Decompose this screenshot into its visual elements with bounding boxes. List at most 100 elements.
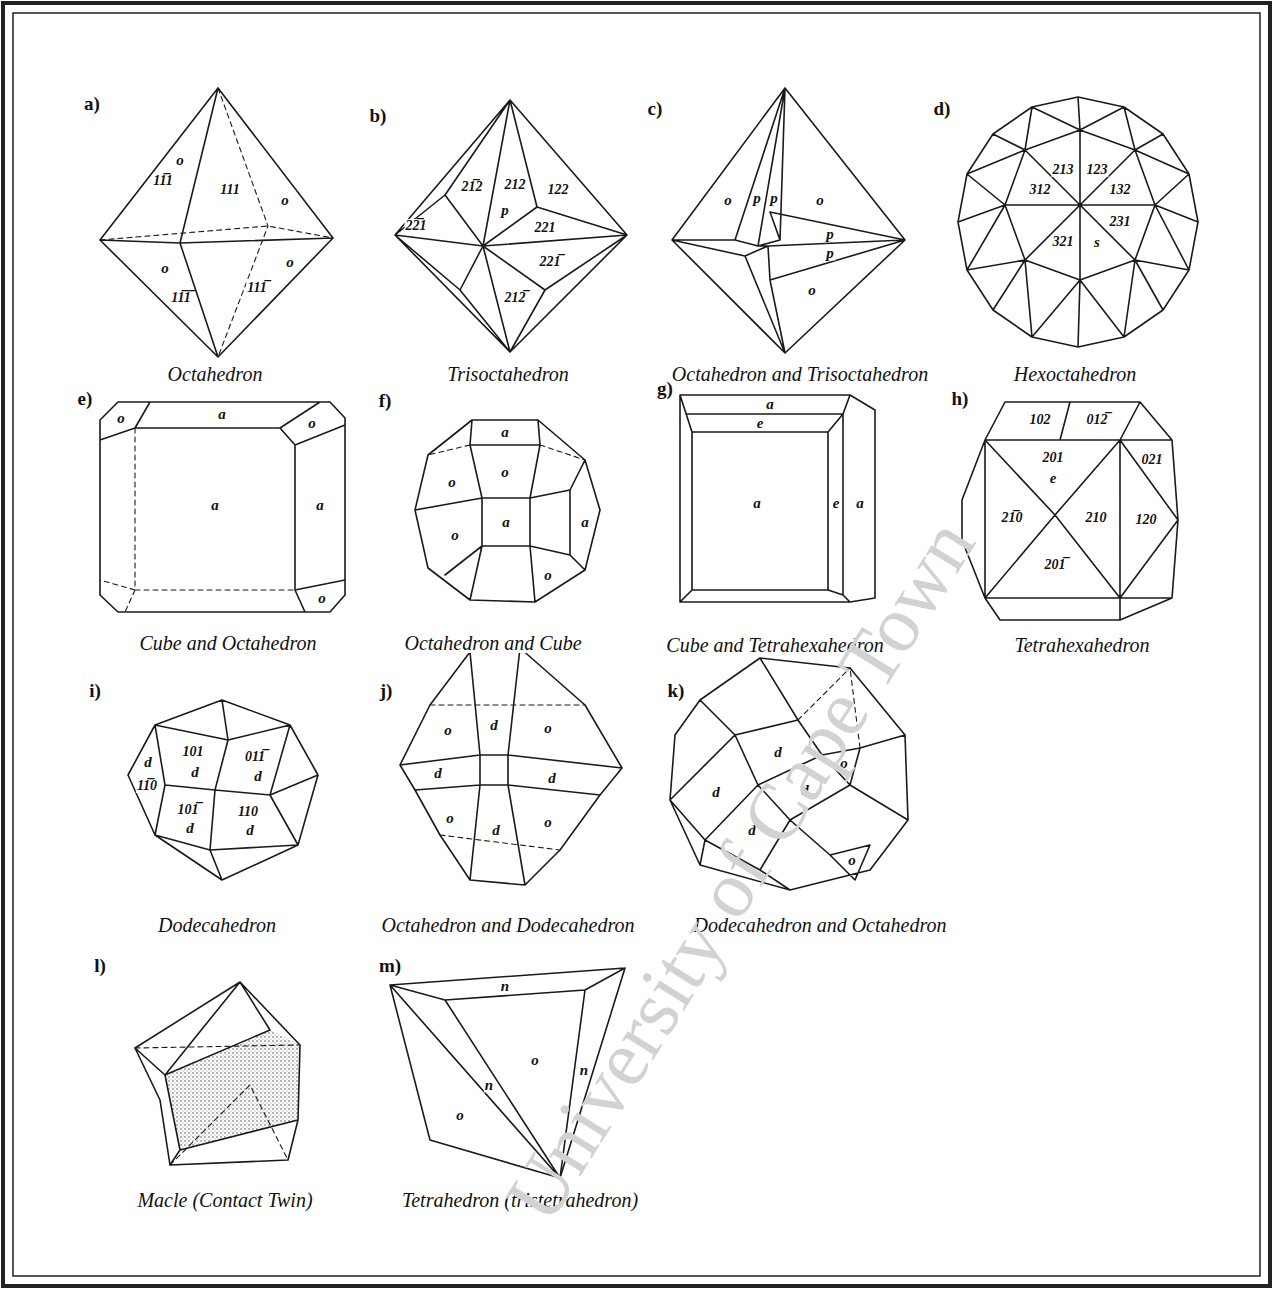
panel-letter: h): [952, 389, 969, 408]
face-letter: e: [756, 416, 765, 431]
face-letter: d: [547, 771, 557, 786]
face-index: 123: [1086, 163, 1109, 177]
face-index: 212̅: [504, 291, 527, 305]
panel-letter: m): [379, 956, 401, 975]
face-index: 021: [1141, 453, 1164, 467]
face-letter: o: [175, 153, 185, 168]
face-letter: e: [832, 496, 841, 511]
face-letter: o: [317, 591, 327, 606]
face-letter: o: [443, 723, 453, 738]
panel-letter: e): [78, 389, 93, 408]
face-index: 221̅: [539, 255, 562, 269]
face-letter: p: [769, 191, 779, 206]
face-letter: a: [752, 496, 762, 511]
face-index: 11̅1̅: [170, 291, 191, 305]
face-letter: p: [752, 191, 762, 206]
crystal-edges: [100, 88, 333, 357]
crystal-edges: [100, 402, 345, 612]
face-letter: o: [280, 193, 290, 208]
crystal-edges: [128, 700, 318, 880]
face-index: 21̅0: [1001, 511, 1024, 525]
crystal-edges: [672, 88, 905, 353]
face-letter: o: [723, 193, 733, 208]
face-index: 132: [1109, 183, 1132, 197]
face-index: 201: [1042, 451, 1065, 465]
outer-frame: [3, 3, 1270, 1286]
figure-caption: Dodecahedron: [156, 915, 278, 935]
face-index: 11̅1: [152, 174, 173, 188]
face-index: 210: [1085, 511, 1108, 525]
face-index: 111: [219, 183, 240, 197]
face-letter: a: [315, 498, 325, 513]
face-letter: d: [491, 823, 501, 838]
panel-letter: i): [89, 681, 101, 700]
face-letter: o: [815, 193, 825, 208]
face-letter: a: [855, 496, 865, 511]
face-index: 012̅: [1086, 413, 1109, 427]
face-index: 221: [534, 221, 557, 235]
face-index: 101: [182, 745, 205, 759]
face-letter: d: [253, 769, 263, 784]
crystal-edges: [958, 97, 1198, 347]
face-index: 212: [504, 178, 527, 192]
hidden-edges: [135, 1045, 300, 1165]
face-index: 110: [237, 805, 259, 819]
panel-letter: f): [379, 391, 392, 410]
face-letter: o: [543, 815, 553, 830]
face-letter: a: [765, 397, 775, 412]
face-letter: a: [217, 407, 227, 422]
panel-letter: l): [94, 956, 106, 975]
face-letter: o: [447, 475, 457, 490]
face-letter: o: [500, 465, 510, 480]
face-letter: n: [484, 1078, 494, 1093]
face-index: 120: [1135, 513, 1158, 527]
face-letter: s: [1093, 235, 1101, 250]
panel-letter: d): [934, 99, 951, 118]
face-letter: d: [245, 823, 255, 838]
hidden-edges: [100, 428, 295, 612]
hidden-edges: [100, 88, 333, 357]
face-letter: a: [210, 498, 220, 513]
face-index: 22̅1: [405, 219, 428, 233]
face-letter: p: [825, 227, 835, 242]
panel-letter: c): [648, 99, 663, 118]
crystal-edges: [962, 402, 1178, 620]
panel-letter: g): [657, 379, 673, 398]
panel-letter: k): [668, 681, 685, 700]
watermark: University of Cape Town: [492, 506, 988, 1234]
face-index: 101̅: [177, 803, 200, 817]
face-letter: n: [500, 979, 510, 994]
face-letter: d: [489, 718, 499, 733]
figure-caption: Tetrahexahedron: [1012, 635, 1151, 655]
hidden-edges: [430, 705, 585, 850]
face-letter: d: [143, 755, 153, 770]
face-letter: o: [160, 261, 170, 276]
hidden-edges: [428, 445, 585, 460]
face-index: 122: [547, 183, 570, 197]
face-index: 102: [1029, 413, 1052, 427]
crystal-edges: [395, 100, 627, 352]
crystal-edges: [680, 395, 875, 602]
crystal-edges: [415, 420, 600, 602]
face-letter: d: [711, 785, 721, 800]
figure-caption: Octahedron and Trisoctahedron: [670, 364, 930, 384]
panel-letter: b): [370, 106, 387, 125]
figure-caption: Octahedron: [166, 364, 265, 384]
face-letter: a: [500, 425, 510, 440]
figure-caption: Octahedron and Cube: [402, 633, 583, 653]
twin-shaded-band: [165, 1030, 300, 1150]
face-letter: p: [500, 203, 510, 218]
figure-caption: Macle (Contact Twin): [135, 1190, 314, 1210]
panel-letter: a): [84, 94, 100, 113]
inner-frame: [13, 13, 1260, 1276]
figure-caption: Octahedron and Dodecahedron: [380, 915, 637, 935]
face-letter: a: [580, 515, 590, 530]
face-index: 11̅0: [136, 779, 158, 793]
face-index: 321: [1052, 235, 1075, 249]
face-letter: o: [450, 528, 460, 543]
figure-caption: Trisoctahedron: [445, 364, 571, 384]
face-letter: p: [825, 246, 835, 261]
figure-caption: Cube and Octahedron: [137, 633, 318, 653]
face-index: 011̅: [244, 750, 266, 764]
